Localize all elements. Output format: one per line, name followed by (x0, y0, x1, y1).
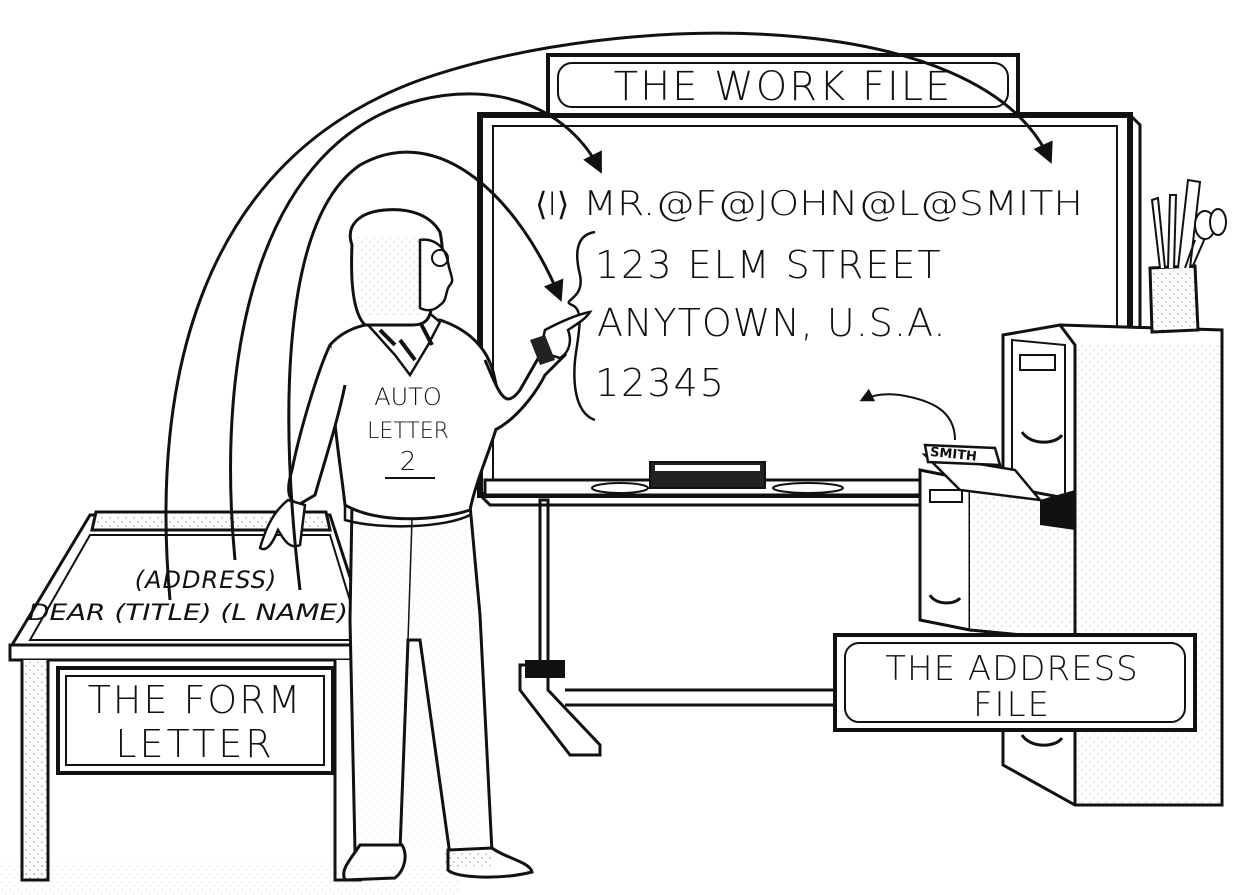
glasses-icon (431, 249, 449, 267)
form-letter-sign-line1: THE FORM (88, 678, 303, 722)
board-stand-left (518, 498, 602, 757)
arrow-work-file-to-mr (229, 92, 602, 561)
board-stand-bar (565, 688, 862, 707)
record-street-line: 123 ELM STREET (595, 243, 943, 287)
work-file-sign-label: THE WORK FILE (614, 64, 953, 110)
address-file-sign-line1: THE ADDRESS (885, 649, 1139, 689)
badge-line2: LETTER (367, 419, 449, 444)
pointing-hand (538, 310, 593, 360)
work-file-record: ⟨I⟩ MR.@F@JOHN@L@SMITH 123 ELM STREET AN… (535, 184, 1083, 422)
form-letter-line2: DEAR (TITLE) (L NAME) (28, 601, 348, 626)
address-brace (567, 230, 596, 422)
mapping-arrows (164, 31, 1053, 601)
form-letter-line1: (ADDRESS) (135, 566, 278, 594)
badge-line1: AUTO (374, 383, 442, 411)
pencil-cup-icon (1148, 178, 1227, 334)
address-file-sign: THE ADDRESS FILE (833, 633, 1197, 732)
whiteboard (477, 112, 1142, 757)
record-name-line: MR.@F@JOHN@L@SMITH (583, 184, 1083, 224)
arrow-address-to-street (287, 150, 564, 591)
record-city-line: ANYTOWN, U.S.A. (597, 301, 946, 345)
record-marker: ⟨I⟩ (535, 185, 569, 223)
woman-figure: AUTO LETTER 2 (258, 208, 593, 882)
work-file-sign: THE WORK FILE (546, 53, 1020, 117)
form-letter-sign-line2: LETTER (115, 722, 274, 766)
form-letter-desk: (ADDRESS) DEAR (TITLE) (L NAME) (8, 510, 377, 882)
form-letter-sign: THE FORM LETTER (56, 666, 335, 775)
arrow-work-file-to-smith (164, 31, 1053, 601)
record-zip-line: 12345 (595, 361, 726, 405)
folder-tab-label: SMITH (929, 445, 977, 465)
board-stand-foot (525, 660, 565, 678)
address-file-sign-line2: FILE (973, 685, 1051, 725)
badge-line3: 2 (400, 447, 417, 477)
